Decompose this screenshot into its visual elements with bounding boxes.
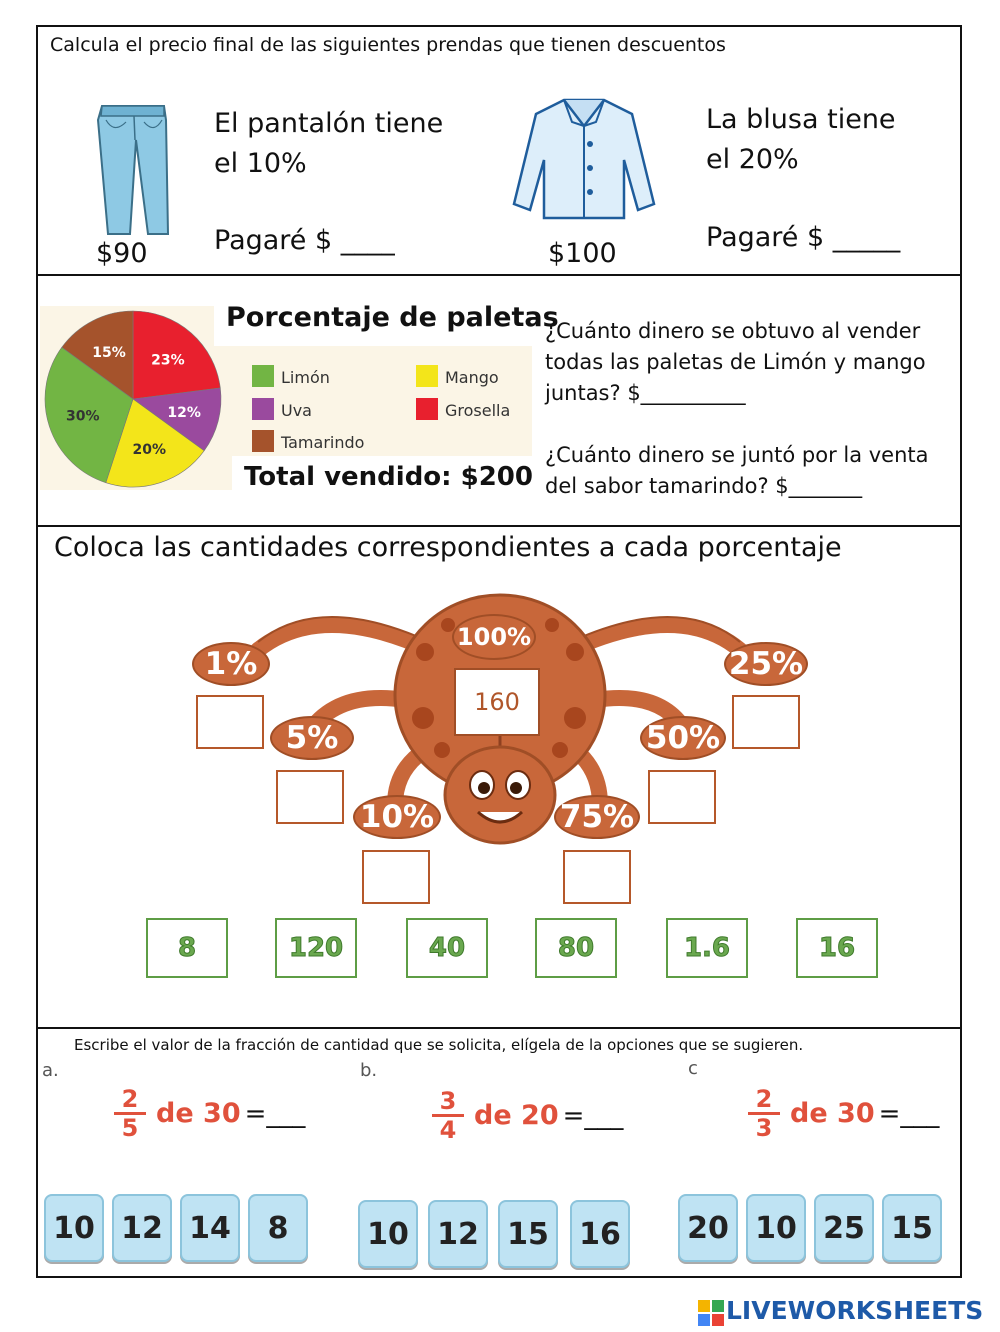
pants-price: $90 [96,238,148,269]
problem-b-option-10[interactable]: 10 [358,1200,418,1268]
chart-total: Total vendido: $200 [244,462,533,492]
problem-b-of: de 20 [474,1100,559,1131]
problem-c-option-15[interactable]: 15 [882,1194,942,1262]
problem-c-letter: c [688,1058,698,1079]
problem-a-option-10[interactable]: 10 [44,1194,104,1262]
problem-c-numerator: 2 [755,1085,773,1113]
divider [36,1027,962,1029]
blouse-discount-text: La blusa tiene el 20% [706,104,896,175]
problem-b-denominator: 4 [439,1116,457,1144]
blouse-icon [512,98,656,220]
legend-label-limon: Limón [281,368,330,387]
pie-label-uva: 12% [167,405,201,421]
legend-swatch-mango [416,365,438,387]
pie-label-limon: 30% [66,408,100,424]
answer-box-5[interactable] [276,770,344,824]
pie-label-grosella: 23% [151,352,185,368]
legend-swatch-limon [252,365,274,387]
answer-box-10[interactable] [362,850,430,904]
problem-b-letter: b. [360,1060,378,1081]
problem-a-option-14[interactable]: 14 [180,1194,240,1262]
worksheet-frame [36,25,962,1278]
percent-bubble-50: 50% [640,716,726,760]
legend-label-tamarindo: Tamarindo [281,433,365,452]
question-tamarindo: ¿Cuánto dinero se juntó por la venta del… [545,443,929,498]
option-120[interactable]: 120 [275,918,357,978]
option-80[interactable]: 80 [535,918,617,978]
problem-c-option-25[interactable]: 25 [814,1194,874,1262]
section1-instruction: Calcula el precio final de las siguiente… [50,34,726,56]
section3-title: Coloca las cantidades correspondientes a… [54,532,842,563]
legend-swatch-grosella [416,398,438,420]
answer-box-75[interactable] [563,850,631,904]
pie-label-mango: 20% [133,442,167,458]
center-value-box: 160 [454,668,540,736]
problem-b-option-16[interactable]: 16 [570,1200,630,1268]
answer-box-50[interactable] [648,770,716,824]
pants-icon [96,105,170,235]
problem-c-of: de 30 [790,1098,875,1129]
option-40[interactable]: 40 [406,918,488,978]
pants-discount-text: El pantalón tiene el 10% [214,108,444,179]
legend-swatch-tamarindo [252,430,274,452]
option-8[interactable]: 8 [146,918,228,978]
chart-total-bg [232,456,532,502]
problem-c-denominator: 3 [755,1114,773,1142]
pie-label-tamarindo: 15% [92,345,126,361]
blouse-answer-field[interactable]: Pagaré $ _____ [706,222,901,253]
problem-a-of: de 30 [156,1098,241,1129]
problem-a-answer-field[interactable]: =___ [244,1098,306,1129]
pie-chart: 23% 12% 20% 30% 15% [44,310,222,488]
question-limon-mango: ¿Cuánto dinero se obtuvo al vender todas… [545,319,926,405]
pie-slice-mango [105,398,205,488]
problem-c-option-10[interactable]: 10 [746,1194,806,1262]
problem-c-answer-field[interactable]: =___ [878,1098,940,1129]
liveworksheets-logo-icon [698,1300,724,1326]
problem-b-option-12[interactable]: 12 [428,1200,488,1268]
pie-slice-grosella [132,310,221,400]
chart-title-bg [214,300,534,346]
answer-box-25[interactable] [732,695,800,749]
problem-b-numerator: 3 [439,1087,457,1115]
pie-slice-tamarindo [61,310,134,400]
legend-label-grosella: Grosella [445,401,511,420]
legend-label-mango: Mango [445,368,499,387]
problem-a-numerator: 2 [121,1085,139,1113]
pie-slice-uva [132,387,222,452]
liveworksheets-brand: LIVEWORKSHEETS [726,1296,984,1325]
problem-a-option-8[interactable]: 8 [248,1194,308,1262]
problem-c-option-20[interactable]: 20 [678,1194,738,1262]
divider [36,274,962,276]
divider [36,525,962,527]
legend-swatch-uva [252,398,274,420]
section4-instruction: Escribe el valor de la fracción de canti… [74,1036,804,1054]
pie-slice-limon [44,346,134,484]
problem-a-letter: a. [42,1060,59,1081]
blouse-price: $100 [548,238,617,269]
percent-bubble-10: 10% [353,795,441,839]
percent-bubble-5: 5% [270,716,354,760]
option-1-6[interactable]: 1.6 [666,918,748,978]
problem-b-answer-field[interactable]: =___ [562,1100,624,1131]
pants-answer-field[interactable]: Pagaré $ ____ [214,225,395,256]
chart-title: Porcentaje de paletas [226,302,559,333]
percent-bubble-1: 1% [192,642,270,686]
answer-box-1[interactable] [196,695,264,749]
problem-b-option-15[interactable]: 15 [498,1200,558,1268]
legend-label-uva: Uva [281,401,312,420]
option-16[interactable]: 16 [796,918,878,978]
percent-bubble-100: 100% [452,614,536,660]
percent-bubble-25: 25% [724,642,808,686]
problem-a-option-12[interactable]: 12 [112,1194,172,1262]
problem-a-denominator: 5 [121,1114,139,1142]
percent-bubble-75: 75% [554,795,640,839]
